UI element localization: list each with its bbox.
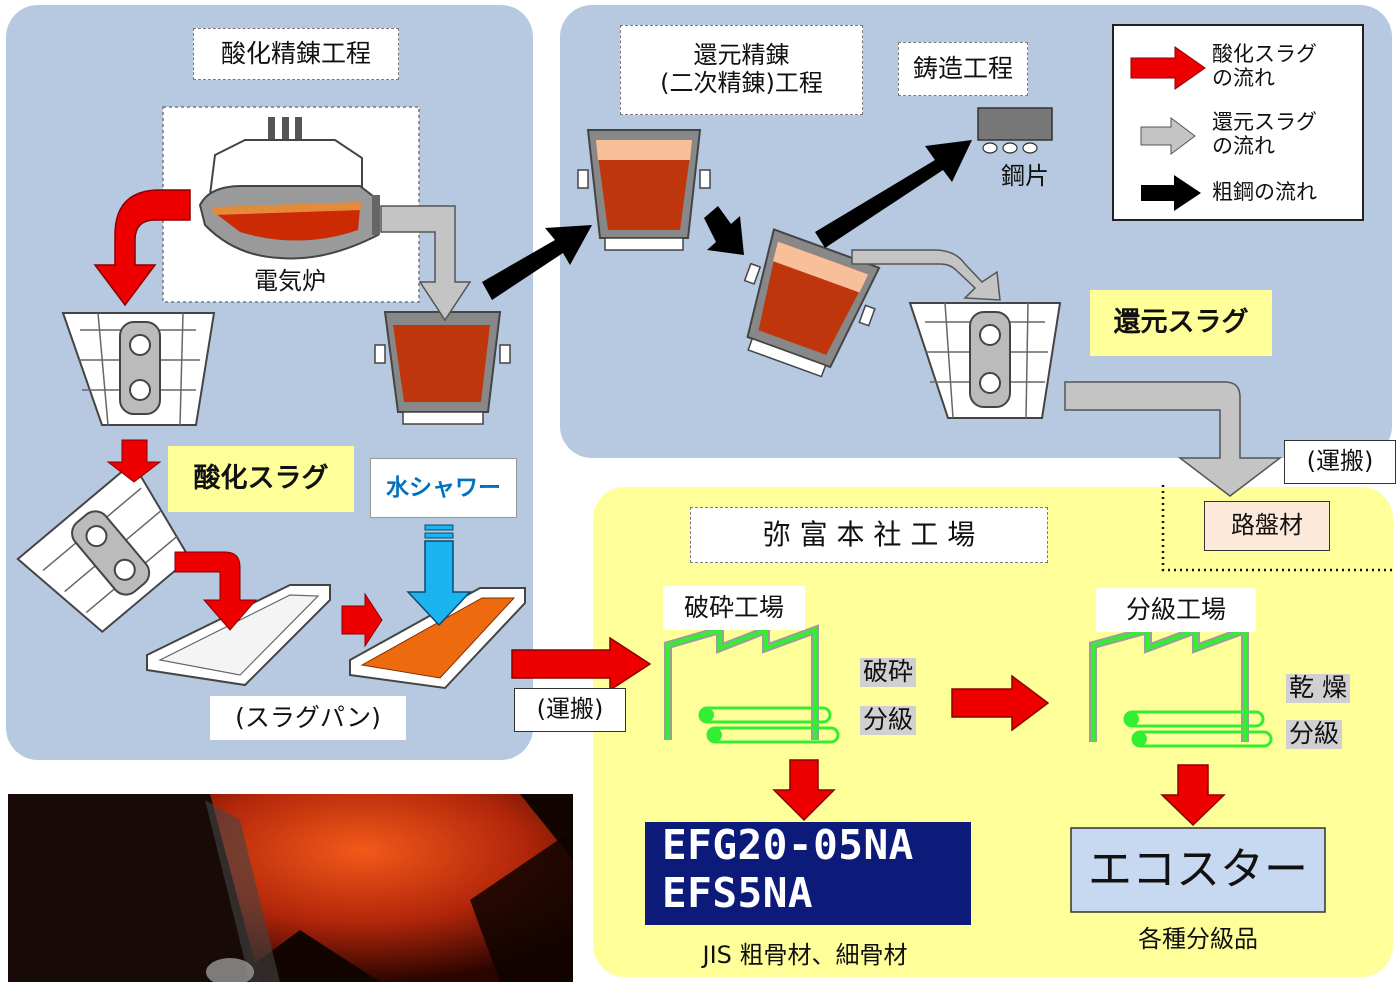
ladle-to-pot-gray-arrow [851, 249, 1001, 301]
crushing-step-crush: 破砕 [860, 657, 917, 687]
legend-gray-arrow-icon [1140, 117, 1196, 155]
ladle3-to-billet-black-arrow [815, 140, 972, 248]
crushing-to-product-red-arrow [772, 759, 836, 822]
casting-label: 鋳造工程 [898, 42, 1028, 96]
grading-to-product-red-arrow [1160, 764, 1226, 827]
transport-red-arrow [511, 636, 652, 692]
pan-to-pan-red-arrow [341, 592, 383, 648]
reduced-slag-label: 還元スラグ [1090, 290, 1272, 356]
grading-factory-icon [1089, 624, 1273, 748]
pot-to-roadbed-gray-arrow [1064, 381, 1283, 497]
ladle-3-icon [743, 228, 881, 378]
ladle-1-icon [374, 311, 511, 425]
billet-icon [977, 107, 1053, 154]
crushing-factory-icon [664, 624, 840, 744]
slag-pot-1-icon [61, 312, 216, 426]
furnace-to-pot-red-arrow [93, 189, 191, 307]
transport-label-left: (運搬) [514, 688, 626, 732]
legend-reduced-slag-label: 還元スラグ の流れ [1212, 110, 1317, 159]
roadbed-material-label: 路盤材 [1204, 501, 1330, 551]
grading-step-dry: 乾 燥 [1286, 673, 1350, 703]
efg-product-caption: JIS 粗骨材、細骨材 [702, 941, 908, 970]
slag-pot-2-icon [908, 302, 1062, 419]
crushing-step-grade: 分級 [860, 705, 917, 735]
transport-label-right: (運搬) [1284, 440, 1396, 484]
furnace-to-ladle-gray-arrow [380, 205, 472, 322]
reduction-refining-label: 還元精錬 (二次精錬)工程 [620, 25, 863, 115]
ladle2-to-ladle3-black-arrow [704, 206, 744, 255]
ladle-2-icon [577, 129, 711, 251]
legend-oxidized-slag-label: 酸化スラグ の流れ [1212, 42, 1317, 91]
slag-pan-label: (スラグパン) [210, 696, 406, 740]
water-shower-icon [406, 524, 472, 627]
legend-crude-steel-label: 粗鋼の流れ [1212, 180, 1317, 204]
slag-pan-empty-icon [146, 584, 331, 687]
ladle1-to-ladle2-black-arrow [482, 225, 592, 300]
water-shower-label: 水シャワー [370, 458, 517, 518]
efg-product-box [645, 822, 971, 925]
ecostar-product-box [1070, 827, 1326, 913]
electric-furnace-icon [198, 117, 380, 260]
crushing-plant-label: 破砕工場 [663, 586, 805, 630]
crushing-to-grading-red-arrow [951, 674, 1050, 732]
tilt-to-pan-red-arrow [174, 551, 258, 631]
dotted-boundary [1161, 485, 1395, 572]
grading-plant-label: 分級工場 [1096, 588, 1256, 632]
slag-pouring-photo [8, 794, 573, 982]
oxidized-slag-label: 酸化スラグ [168, 446, 354, 512]
headquarters-title: 弥 富 本 社 工 場 [690, 507, 1048, 563]
legend-black-arrow-icon [1141, 175, 1201, 211]
ecostar-caption: 各種分級品 [1138, 925, 1258, 954]
oxidation-refining-label: 酸化精錬工程 [193, 28, 399, 80]
legend-red-arrow-icon [1130, 46, 1206, 90]
ecostar-product-name: エコスター [1088, 843, 1308, 895]
grading-step-grade: 分級 [1286, 719, 1343, 749]
electric-furnace-label: 電気炉 [254, 267, 326, 296]
efg-product-line1: EFG20-05NA [662, 821, 914, 869]
slag-pot-tilted-icon [16, 461, 191, 634]
slag-pan-cooling-icon [349, 587, 526, 690]
pot-to-slag-red-arrow [106, 439, 162, 483]
billet-label: 鋼片 [1001, 162, 1049, 191]
efg-product-line2: EFS5NA [662, 869, 814, 917]
